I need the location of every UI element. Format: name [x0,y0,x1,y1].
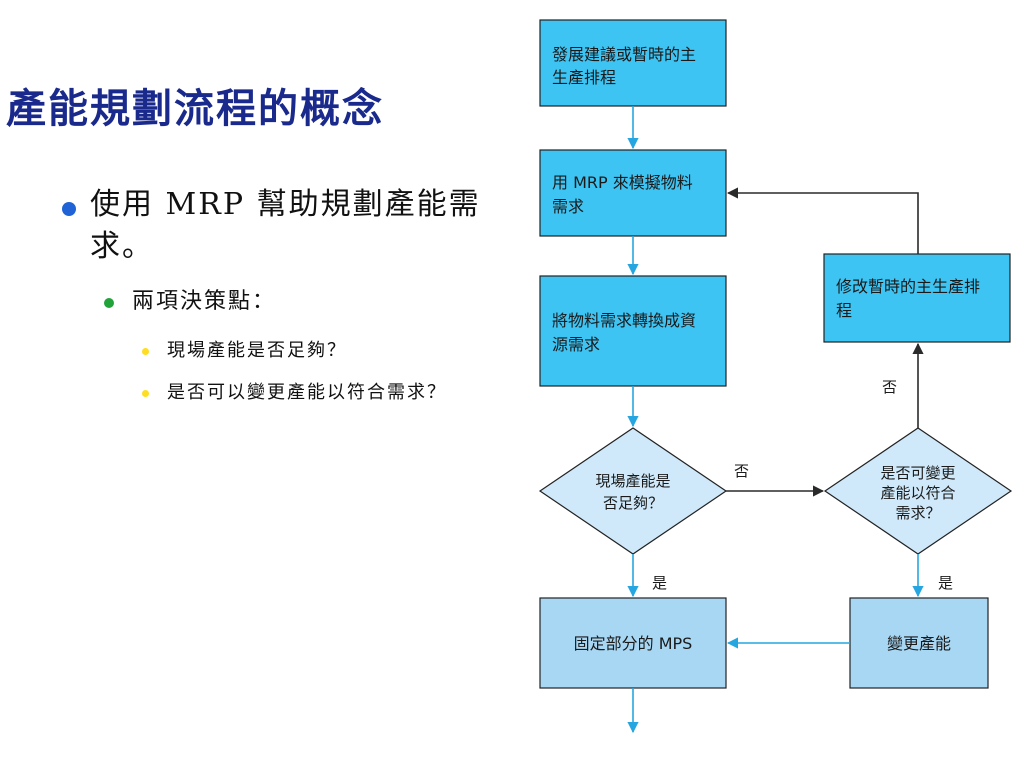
box-fix-text: 固定部分的 MPS [574,634,693,653]
arrow-revise-to-mrp [726,187,919,254]
bullet-dot-icon [142,348,149,355]
box-develop-line1: 發展建議或暫時的主 [552,45,696,64]
box-develop-mps: 發展建議或暫時的主 生產排程 [539,19,727,107]
bullet-level2: 兩項決策點： [104,286,484,318]
bullet-dot-icon [142,390,149,397]
diamond-change-line2: 產能以符合 [880,484,955,502]
label-no-horizontal: 否 [734,462,749,480]
diamond-can-change: 是否可變更 產能以符合 需求？ [823,427,1013,555]
box-mrp-line1: 用 MRP 來模擬物料 [552,173,693,192]
diamond-capacity-line2: 否足夠？ [603,494,663,512]
bullet-level3-item: 現場產能是否足夠？ [142,338,492,364]
box-change-capacity: 變更產能 [849,597,989,689]
diamond-change-line3: 需求？ [895,504,940,522]
diamond-change-line1: 是否可變更 [880,464,955,482]
bullet-level1-text: 使用 MRP 幫助規劃產能需求。 [90,187,481,264]
bullet-level1: 使用 MRP 幫助規劃產能需求。 [62,184,482,268]
box-change-text: 變更產能 [887,634,951,653]
box-mrp-line2: 需求 [552,197,584,216]
bullet-dot-icon [104,298,114,308]
diamond-capacity-enough: 現場產能是 否足夠？ [538,427,728,555]
box-convert-requirements: 將物料需求轉換成資 源需求 [539,275,727,387]
label-yes-right: 是 [938,574,953,592]
bullet-dot-icon [62,202,76,216]
bullet-level2-text: 兩項決策點： [132,289,277,314]
bullet-level3-text: 現場產能是否足夠？ [167,340,347,361]
bullet-level3-item: 是否可以變更產能以符合需求？ [142,380,492,406]
label-yes-left: 是 [652,574,667,592]
box-convert-line2: 源需求 [552,335,600,354]
box-fix-mps: 固定部分的 MPS [539,597,727,689]
box-develop-line2: 生產排程 [552,68,616,87]
box-convert-line1: 將物料需求轉換成資 [552,311,696,330]
bullet-level3-text: 是否可以變更產能以符合需求？ [167,382,447,403]
diamond-capacity-line1: 現場產能是 [595,472,670,490]
box-revise-line1: 修改暫時的主生產排 [836,277,980,296]
box-mrp-simulate: 用 MRP 來模擬物料 需求 [539,149,727,237]
box-revise-mps: 修改暫時的主生產排 程 [823,253,1011,343]
label-no-vertical: 否 [882,378,897,396]
slide-title: 產能規劃流程的概念 [6,85,384,132]
box-revise-line2: 程 [836,301,852,320]
